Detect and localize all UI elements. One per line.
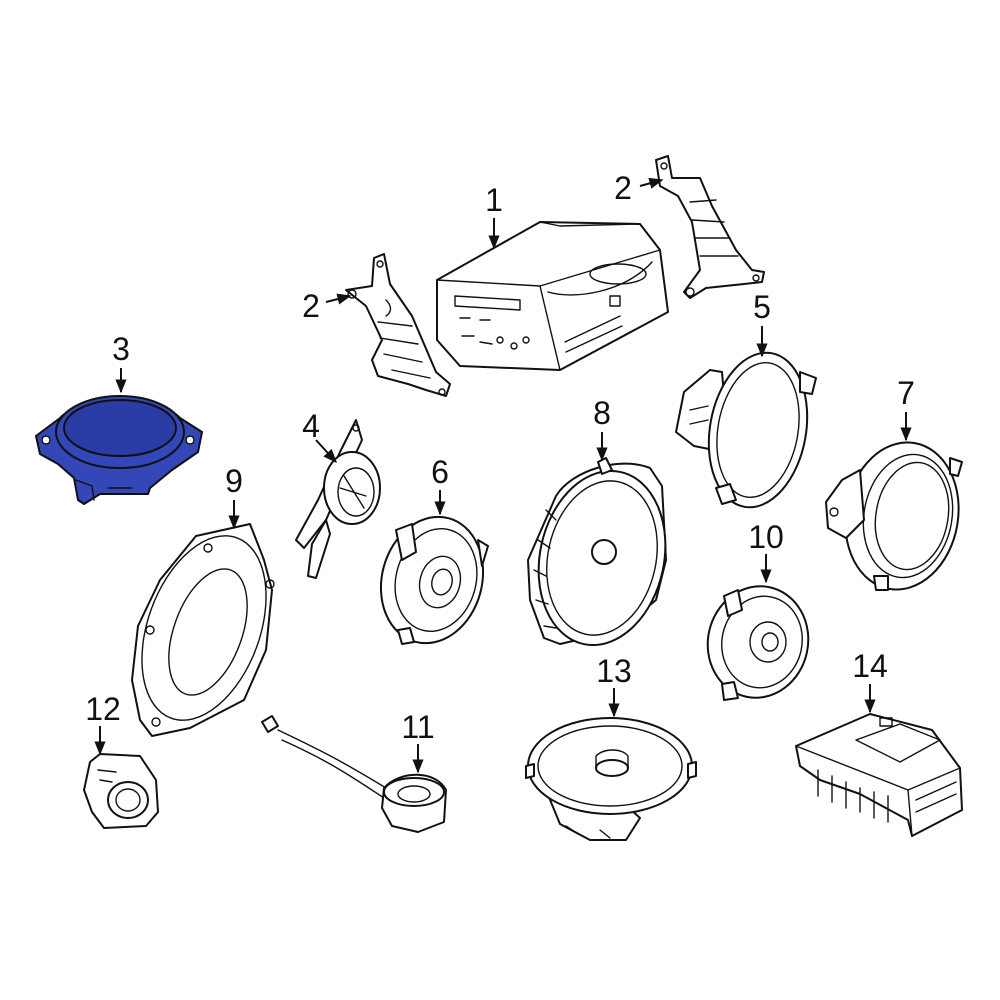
callout-13: 13: [596, 653, 632, 689]
callout-8: 8: [593, 395, 611, 431]
callout-9: 9: [225, 463, 243, 499]
speaker-medium-part[interactable]: [367, 505, 497, 655]
callout-6: 6: [431, 454, 449, 490]
callout-5: 5: [753, 289, 771, 325]
speaker-spacer-part[interactable]: [35, 395, 203, 505]
tweeter-small-part[interactable]: [83, 753, 159, 829]
callout-4: 4: [302, 408, 320, 444]
tweeter-wired-part[interactable]: [261, 715, 447, 833]
callout-2a: 2: [302, 288, 320, 324]
leader-lines: [94, 177, 912, 774]
amplifier-part[interactable]: [795, 713, 963, 837]
speaker-coaxial-part[interactable]: [525, 717, 697, 841]
callout-10: 10: [748, 519, 784, 555]
leader-2b: [639, 177, 664, 189]
leader-2a: [325, 293, 352, 305]
bracket-right-part[interactable]: [655, 155, 765, 299]
callout-7: 7: [897, 375, 915, 411]
leader-4: [315, 439, 337, 464]
speaker-large-part[interactable]: [675, 345, 819, 515]
callout-2b: 2: [614, 170, 632, 206]
bracket-left-part[interactable]: [345, 253, 451, 397]
speaker-small-part[interactable]: [697, 577, 818, 707]
callout-14: 14: [852, 648, 888, 684]
head-unit-part[interactable]: [436, 221, 669, 371]
speaker-ring-part[interactable]: [825, 433, 970, 598]
speaker-oval-part[interactable]: [119, 519, 290, 738]
callout-1: 1: [485, 182, 503, 218]
speaker-woofer-part[interactable]: [523, 457, 681, 657]
tweeter-bracket-part[interactable]: [295, 419, 381, 579]
callout-12: 12: [85, 691, 121, 727]
callout-11: 11: [401, 709, 435, 745]
callout-3: 3: [112, 331, 130, 367]
